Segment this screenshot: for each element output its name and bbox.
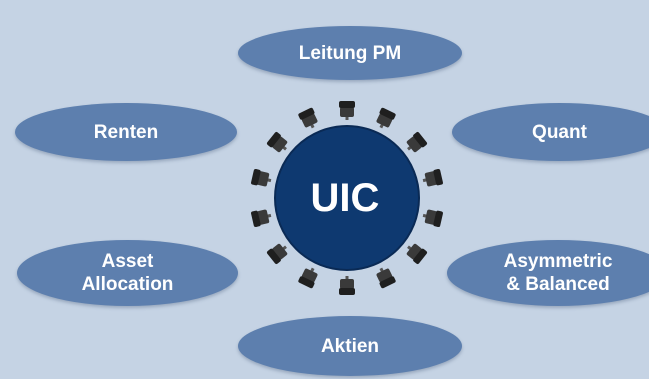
node-asymmetric-balanced: Asymmetric & Balanced: [447, 240, 649, 306]
node-label-line1: Asymmetric: [503, 251, 613, 272]
node-label-line2: Allocation: [81, 274, 174, 295]
node-aktien: Aktien: [238, 316, 462, 376]
chair: [266, 243, 288, 264]
chair: [406, 132, 428, 153]
round-table: [274, 125, 420, 271]
chair: [266, 132, 288, 153]
node-asset-allocation: Asset Allocation: [17, 240, 238, 306]
chair: [298, 267, 318, 289]
node-renten: Renten: [15, 103, 237, 161]
chair: [422, 168, 443, 187]
node-label: Renten: [93, 121, 159, 143]
center-label: UIC: [310, 176, 380, 220]
chair: [251, 209, 272, 228]
chair: [422, 209, 443, 228]
chair: [339, 101, 355, 120]
chair: [251, 168, 272, 187]
chair: [376, 267, 396, 289]
node-label-line1: Asset: [101, 251, 154, 272]
node-label: Aktien: [320, 335, 380, 357]
chair: [298, 107, 318, 129]
node-label: Quant: [532, 121, 587, 143]
node-leitung-pm: Leitung PM: [238, 26, 462, 80]
chair: [376, 107, 396, 129]
chair: [406, 243, 428, 264]
node-label-line2: & Balanced: [506, 274, 610, 295]
node-quant: Quant: [452, 103, 649, 161]
round-table-diagram: [251, 101, 443, 295]
node-label: Leitung PM: [298, 42, 402, 64]
chair: [339, 276, 355, 295]
chairs: [251, 101, 443, 295]
